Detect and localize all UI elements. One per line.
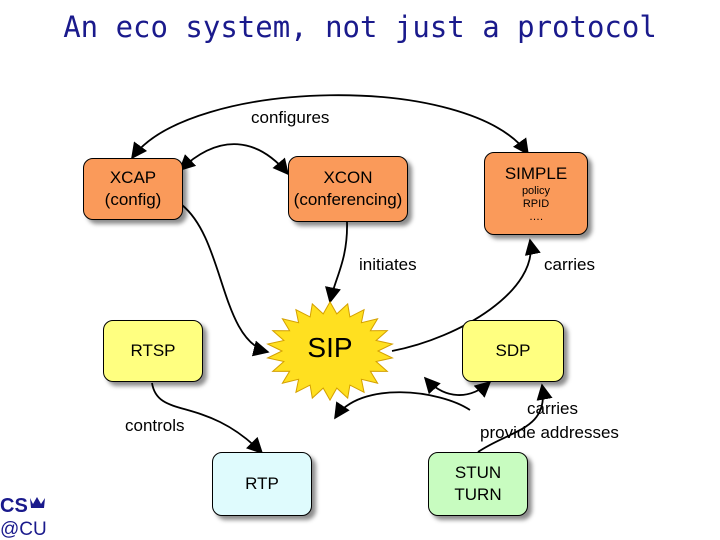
turn-title: TURN <box>454 485 502 504</box>
arrow-carries-top <box>391 238 541 352</box>
simple-title: SIMPLE <box>504 164 568 183</box>
arrow-configures <box>131 94 529 160</box>
simple-box: SIMPLE policy RPID …. <box>484 152 588 235</box>
logo-cs-text: CS <box>0 495 28 517</box>
arrow-controls <box>151 382 264 455</box>
rtp-title: RTP <box>245 474 279 493</box>
simple-policy: policy <box>521 185 551 197</box>
page-title: An eco system, not just a protocol <box>63 10 657 44</box>
rtp-box: RTP <box>212 452 312 516</box>
arrow-sdp-rtp <box>334 391 471 420</box>
sip-label: SIP <box>307 332 353 363</box>
stun-turn-box: STUN TURN <box>428 452 528 516</box>
arrow-xcap-sip <box>181 204 270 357</box>
label-carries-bottom: carries <box>527 399 579 418</box>
sdp-box: SDP <box>462 320 564 382</box>
label-initiates: initiates <box>359 255 417 274</box>
arrow-carries-bottom <box>423 376 492 398</box>
label-carries-top: carries <box>544 255 596 274</box>
simple-rpid: RPID <box>522 198 550 210</box>
columbia-cs-logo: CS @CU <box>0 495 47 538</box>
simple-ellipsis: …. <box>528 211 544 223</box>
xcap-box: XCAP (config) <box>83 158 183 220</box>
label-provide-addresses: provide addresses <box>480 423 619 442</box>
xcon-title: XCON <box>323 168 373 187</box>
rtsp-title: RTSP <box>130 341 176 360</box>
logo-cu-text: @CU <box>0 519 47 538</box>
crown-icon <box>30 497 45 508</box>
xcap-subtitle: (config) <box>104 190 162 209</box>
label-controls: controls <box>125 416 185 435</box>
xcap-title: XCAP <box>109 168 157 187</box>
rtsp-box: RTSP <box>103 320 203 382</box>
arrow-xcap-xcon <box>178 143 290 176</box>
label-configures: configures <box>251 108 330 127</box>
arrow-initiates <box>325 221 348 304</box>
arrow-provide-addresses <box>477 383 553 453</box>
xcon-subtitle: (conferencing) <box>293 190 403 209</box>
stun-title: STUN <box>454 463 502 482</box>
sdp-title: SDP <box>495 341 531 360</box>
xcon-box: XCON (conferencing) <box>288 156 408 222</box>
